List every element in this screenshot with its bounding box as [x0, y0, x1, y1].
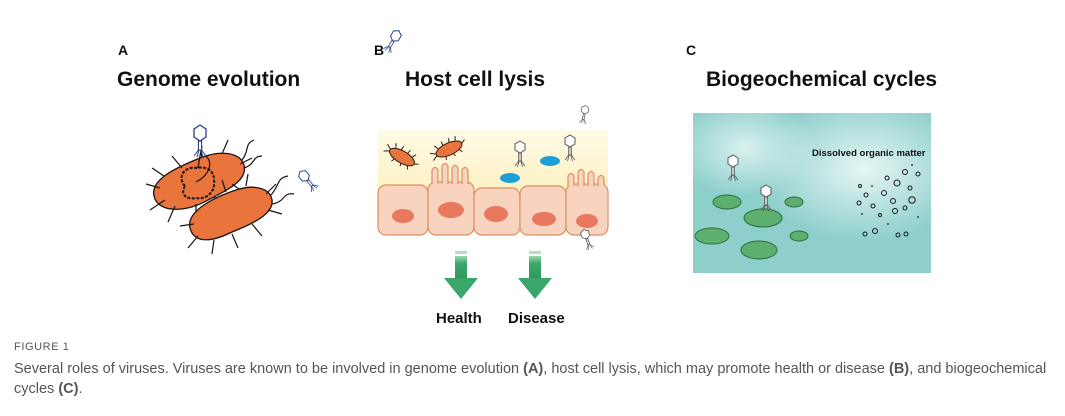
bacterium-shape — [145, 139, 263, 223]
host-cell-lysis-illustration — [296, 27, 609, 299]
phage-icon — [296, 167, 320, 194]
biogeochemical-cycles-illustration — [578, 104, 931, 273]
organic-matter-particles — [856, 169, 921, 238]
caption-ref-b: (B) — [889, 361, 910, 377]
panel-a-title: Genome evolution — [117, 68, 301, 91]
vesicle-shape — [540, 156, 560, 166]
bacterium-shape — [179, 173, 295, 255]
caption-ref-c: (C) — [58, 381, 79, 397]
nuclei — [392, 202, 598, 228]
panel-c-title: Biogeochemical cycles — [706, 68, 938, 91]
caption-text: , and biogeochemical cycles — [14, 361, 1047, 397]
dissolved-organic-matter-label: Dissolved organic matter — [812, 148, 926, 159]
figure-label: FIGURE 1 — [14, 341, 70, 353]
vesicle-shape — [500, 173, 520, 183]
panel-b-letter: B — [374, 42, 385, 58]
panel-b-title: Host cell lysis — [405, 68, 546, 91]
phage-icon — [382, 27, 404, 55]
health-label: Health — [436, 310, 482, 327]
phage-icon — [578, 104, 590, 125]
caption-text: . — [78, 381, 83, 397]
panel-c-letter: C — [686, 42, 697, 58]
algae-cells — [694, 194, 809, 260]
genome-loop — [180, 166, 216, 200]
disease-label: Disease — [508, 310, 565, 327]
figure-caption: Several roles of viruses. Viruses are kn… — [14, 359, 1054, 399]
genome-evolution-illustration — [145, 124, 295, 255]
caption-text: Several roles of viruses. Viruses are kn… — [14, 361, 524, 377]
panel-a-letter: A — [118, 42, 129, 58]
caption-ref-a: (A) — [523, 361, 544, 377]
caption-text: , host cell lysis, which may promote hea… — [543, 361, 889, 377]
disease-arrow — [518, 251, 552, 299]
phage-icon — [193, 124, 207, 158]
figure-illustration — [145, 27, 931, 299]
health-arrow — [444, 251, 478, 299]
